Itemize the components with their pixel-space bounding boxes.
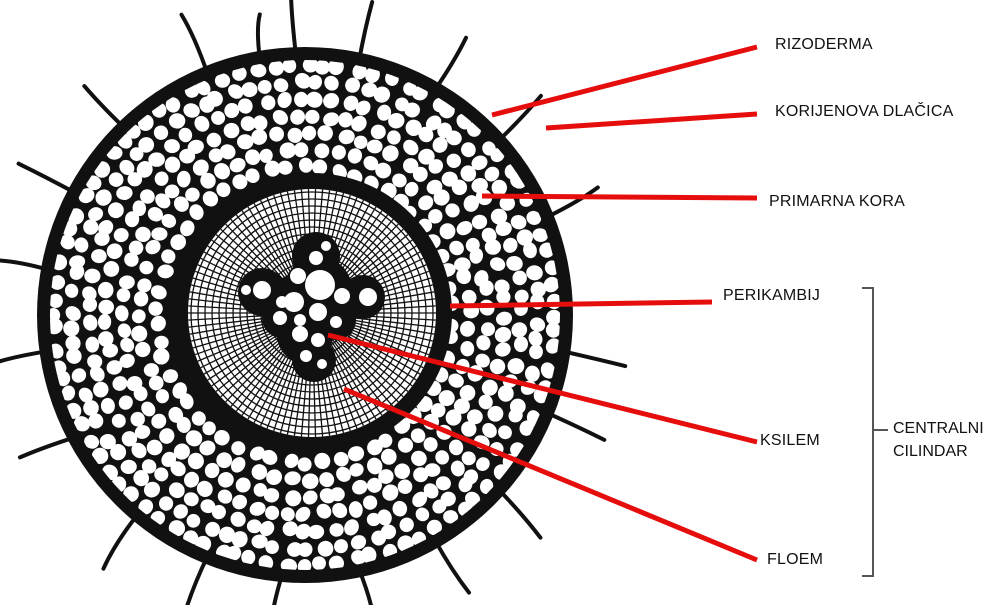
leader-primarna-kora [482,196,757,198]
leader-korijenova-dlacica [546,114,757,128]
root-hair [359,2,372,61]
cortex-cell [305,110,319,124]
cortex-cell [205,522,220,537]
cortex-cell [481,322,495,336]
xylem-vessel [294,314,306,326]
xylem-vessel [241,285,251,295]
label-centralni: CENTRALNI [893,417,984,440]
root-hair [435,38,466,90]
xylem-vessel [273,311,287,325]
xylem-vessel [253,281,271,299]
xylem-vessel [309,251,323,265]
leader-rizoderma [492,47,757,115]
xylem-vessel [305,270,335,300]
xylem-vessel [311,333,325,347]
root-hair [562,351,625,366]
cortex-cell [224,123,240,138]
root-hair [19,164,76,193]
xylem-vessel [359,288,377,306]
xylem-vessel [309,303,327,321]
xylem-vessel [330,316,342,328]
root-hair [435,540,469,592]
label-ksilem: KSILEM [760,432,820,450]
xylem-vessel [334,288,350,304]
root-hair [546,412,604,439]
xylem-vessel [290,268,306,284]
cortex-cell [529,345,543,360]
label-perikambij: PERIKAMBIJ [723,287,820,305]
xylem-vessel [292,326,308,342]
label-rizoderma: RIZODERMA [775,36,873,54]
cortex-cell [148,152,165,166]
root-hair [498,489,540,538]
root-hair [84,86,124,128]
label-centralni-cilindar: CENTRALNI CILINDAR [893,417,984,463]
cortex-cell [139,261,153,274]
label-korijenova-dlacica: KORIJENOVA DLAČICA [775,103,953,121]
cortex-cell [413,467,428,482]
label-floem: FLOEM [767,551,823,569]
label-primarna-kora: PRIMARNA KORA [769,193,905,211]
label-cilindar: CILINDAR [893,440,984,463]
root-hair [103,514,137,568]
root-hair [291,0,296,55]
root-hair [20,437,75,457]
xylem-vessel [276,296,288,308]
cortex-cell [252,535,268,549]
centralni-cilindar-bracket [862,288,888,576]
xylem-vessel [317,359,327,369]
cortex-cell [154,336,168,349]
xylem-vessel [300,350,312,362]
root-hair [546,187,598,217]
xylem-vessel [321,241,331,251]
root-hair [182,15,208,74]
